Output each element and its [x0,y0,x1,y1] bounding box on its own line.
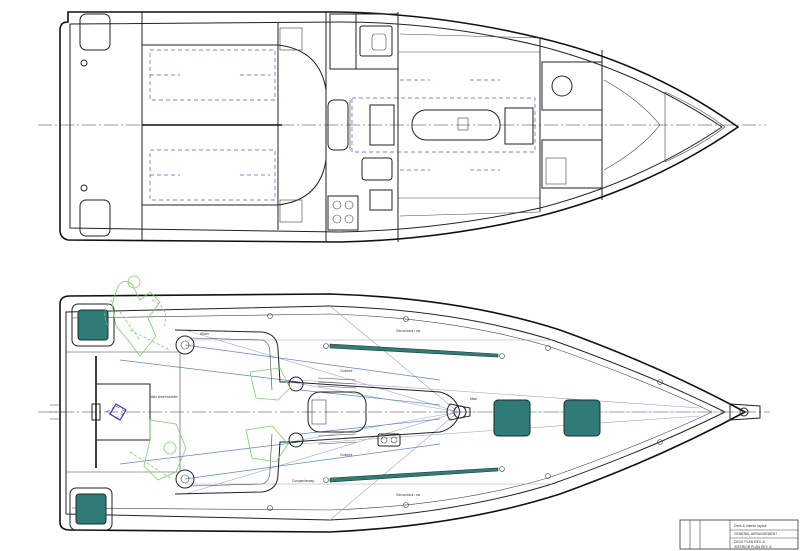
title-block-title: Deck & Interior layout [734,524,766,528]
title-block-subtitle: GENERAL ARRANGEMENT [734,532,777,536]
cockpit-coaming-stbd [174,441,296,495]
bow-roller [729,403,761,421]
companionway-slide [311,399,327,425]
vent-2 [390,436,398,444]
note-winch: Winch [200,332,209,336]
interior-dashed-arrows [150,74,500,176]
logo-mark [109,403,127,421]
note-clutch-port: Clutches [340,369,353,373]
title-block-frame [679,519,799,550]
aft-cabin-dashed-layout [149,49,276,201]
companion-steps [327,99,349,151]
title-block-ref-2: INTERIOR PLAN REV. A [734,545,772,549]
mast-section [453,405,467,419]
toilet [551,75,573,97]
cockpit-lazarette-port [79,13,111,51]
winch-halyard-stbd[interactable] [288,432,304,448]
saloon-table-insert [457,117,469,131]
note-companionway: Companionway [292,479,314,483]
winch-primary-stbd-core [180,474,190,484]
mast-step [446,403,471,421]
note-genoa-track-stbd: Genoa track / car [396,493,421,497]
interior-bow-inner [664,91,726,163]
aft-hatch-port[interactable] [77,309,109,341]
vberth [603,79,661,171]
foredeck-hatch-1[interactable] [493,399,531,437]
aft-hatch-port-frame [71,303,115,347]
track-end-port-fwd [499,353,505,359]
stove-burner-1 [332,200,342,210]
title-block: Deck & Interior layout GENERAL ARRANGEME… [679,519,799,550]
sink [359,25,393,57]
note-clutch-stbd: Clutches [340,453,353,457]
saloon-table [411,109,501,141]
note-genoa-track-port: Genoa track / car [396,329,421,333]
galley-stove [327,195,359,231]
clutch-bank-stbd [317,433,357,445]
winch-primary-port-core [180,340,190,350]
wet-locker [541,139,603,189]
note-traveller: Main sheet traveller [150,395,179,399]
track-end-stbd-aft [323,477,329,483]
winch-halyard-port[interactable] [288,376,304,392]
clutch-bank-port [317,377,357,389]
sink-inner [371,33,387,51]
interior-hull-inner-line [69,21,723,233]
saloon-hull-shelves [398,33,541,217]
stanchions [267,313,663,511]
vent-1 [380,436,388,444]
track-end-stbd-fwd [499,466,505,472]
winch-primary-stbd[interactable] [175,469,195,489]
aft-hatch-stbd[interactable] [75,493,107,525]
sheet-lines [119,344,441,480]
saloon-settee-stbd [504,107,534,145]
winch-primary-port[interactable] [175,335,195,355]
saloon-settee-port [369,104,395,146]
foredeck-hatch-2[interactable] [563,399,601,437]
bollard-stbd [80,184,88,192]
aft-locker-port [279,27,303,51]
title-block-ref-1: DECK PLAN REV. A [734,540,766,544]
stove-burner-4 [344,214,354,224]
cockpit-coaming-port [174,329,296,383]
genoa-track-stbd [329,467,499,483]
cockpit-coaming-inner [189,337,273,487]
track-end-port-aft [323,343,329,349]
crew-figures [104,275,291,481]
companionway-hatch[interactable] [307,391,367,433]
aft-hatch-stbd-frame [69,487,113,531]
interior-plan-view [38,11,766,243]
head-basin [545,157,567,185]
interior-hull-outline [59,11,740,243]
deck-vent [377,433,401,447]
aft-locker-stbd [279,199,303,223]
saloon-dashed-layout [351,97,536,153]
genoa-track-port [329,343,499,358]
cockpit-lazarette-stbd [79,199,111,237]
stove-burner-2 [344,200,354,210]
rigging-lines [184,305,744,521]
note-mast: Mast [470,397,477,401]
galley-fridge [369,189,393,211]
deck-hull-inner [65,305,727,521]
galley-sink [361,157,393,181]
deck-plan-view: Genoa track / car Genoa track / car Clut… [38,275,770,533]
transom-fittings [50,404,66,420]
coachroof-outline [289,381,461,443]
stove-burner-3 [332,214,342,224]
aft-cabin-berth-outline [142,22,279,230]
bollard-port [80,59,88,67]
